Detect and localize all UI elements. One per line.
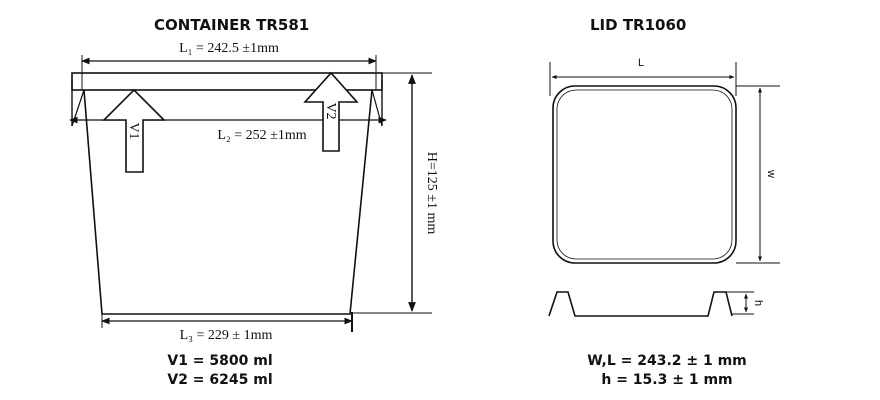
dimension-l1-label: L₁ = 242.5 ±1mm <box>179 41 279 56</box>
v2-arrow-label: V2 <box>323 102 338 119</box>
lid-title: LID TR1060 <box>590 16 687 34</box>
container-drawing <box>69 55 432 332</box>
dimension-l3-label: L₃ = 229 ± 1mm <box>180 328 273 343</box>
v2-arrow <box>303 71 359 152</box>
lid-length-label: L <box>638 57 644 69</box>
container-title: CONTAINER TR581 <box>154 16 310 34</box>
container-body <box>83 89 373 315</box>
v1-arrow <box>102 88 166 173</box>
v1-arrow-label: V1 <box>126 122 141 139</box>
lid-height-label: h <box>752 300 764 306</box>
lid-height-caption: h = 15.3 ± 1 mm <box>601 372 733 388</box>
lid-side-profile <box>548 291 733 317</box>
volume-v1: V1 = 5800 ml <box>167 353 273 369</box>
lid-width-label: w <box>765 169 777 178</box>
lid-top-view <box>552 85 737 264</box>
dimension-height-label: H=125 ±1 mm <box>424 152 439 235</box>
lid-drawing <box>548 62 780 317</box>
lid-size-line: W,L = 243.2 ± 1 mm <box>587 353 747 369</box>
dimension-l2-label: L₂ = 252 ±1mm <box>217 128 306 143</box>
volume-v2: V2 = 6245 ml <box>167 372 273 388</box>
lid-size-captions: W,L = 243.2 ± 1 mm h = 15.3 ± 1 mm <box>574 352 760 390</box>
container-volume-captions: V1 = 5800 ml V2 = 6245 ml <box>154 352 286 390</box>
